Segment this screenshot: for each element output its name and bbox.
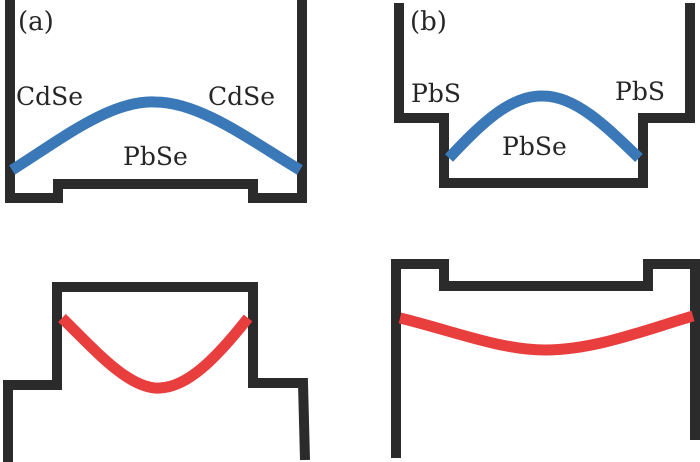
panel-a-left-material: CdSe — [16, 82, 83, 111]
panel-a-hole-wavefunction — [9, 96, 303, 175]
panel-a-electron-wavefunction — [58, 314, 253, 394]
panel-b-left-material: PbS — [411, 79, 461, 108]
panel-b-valence-band-edge — [394, 3, 695, 188]
panel-a-label: (a) — [18, 7, 54, 37]
panel-b-conduction-band-edge — [391, 259, 700, 458]
panel-a-conduction-band-edge — [3, 282, 310, 462]
panel-a-valence-band-edge — [5, 0, 307, 203]
panel-a-center-material: PbSe — [123, 142, 188, 171]
panel-b-center-material: PbSe — [502, 132, 567, 161]
panel-b-label: (b) — [410, 7, 447, 37]
panel-a-right-material: CdSe — [208, 82, 275, 111]
panel-b-electron-wavefunction — [398, 310, 695, 356]
panel-b-hole-wavefunction — [444, 90, 643, 162]
panel-b-right-material: PbS — [615, 77, 665, 106]
